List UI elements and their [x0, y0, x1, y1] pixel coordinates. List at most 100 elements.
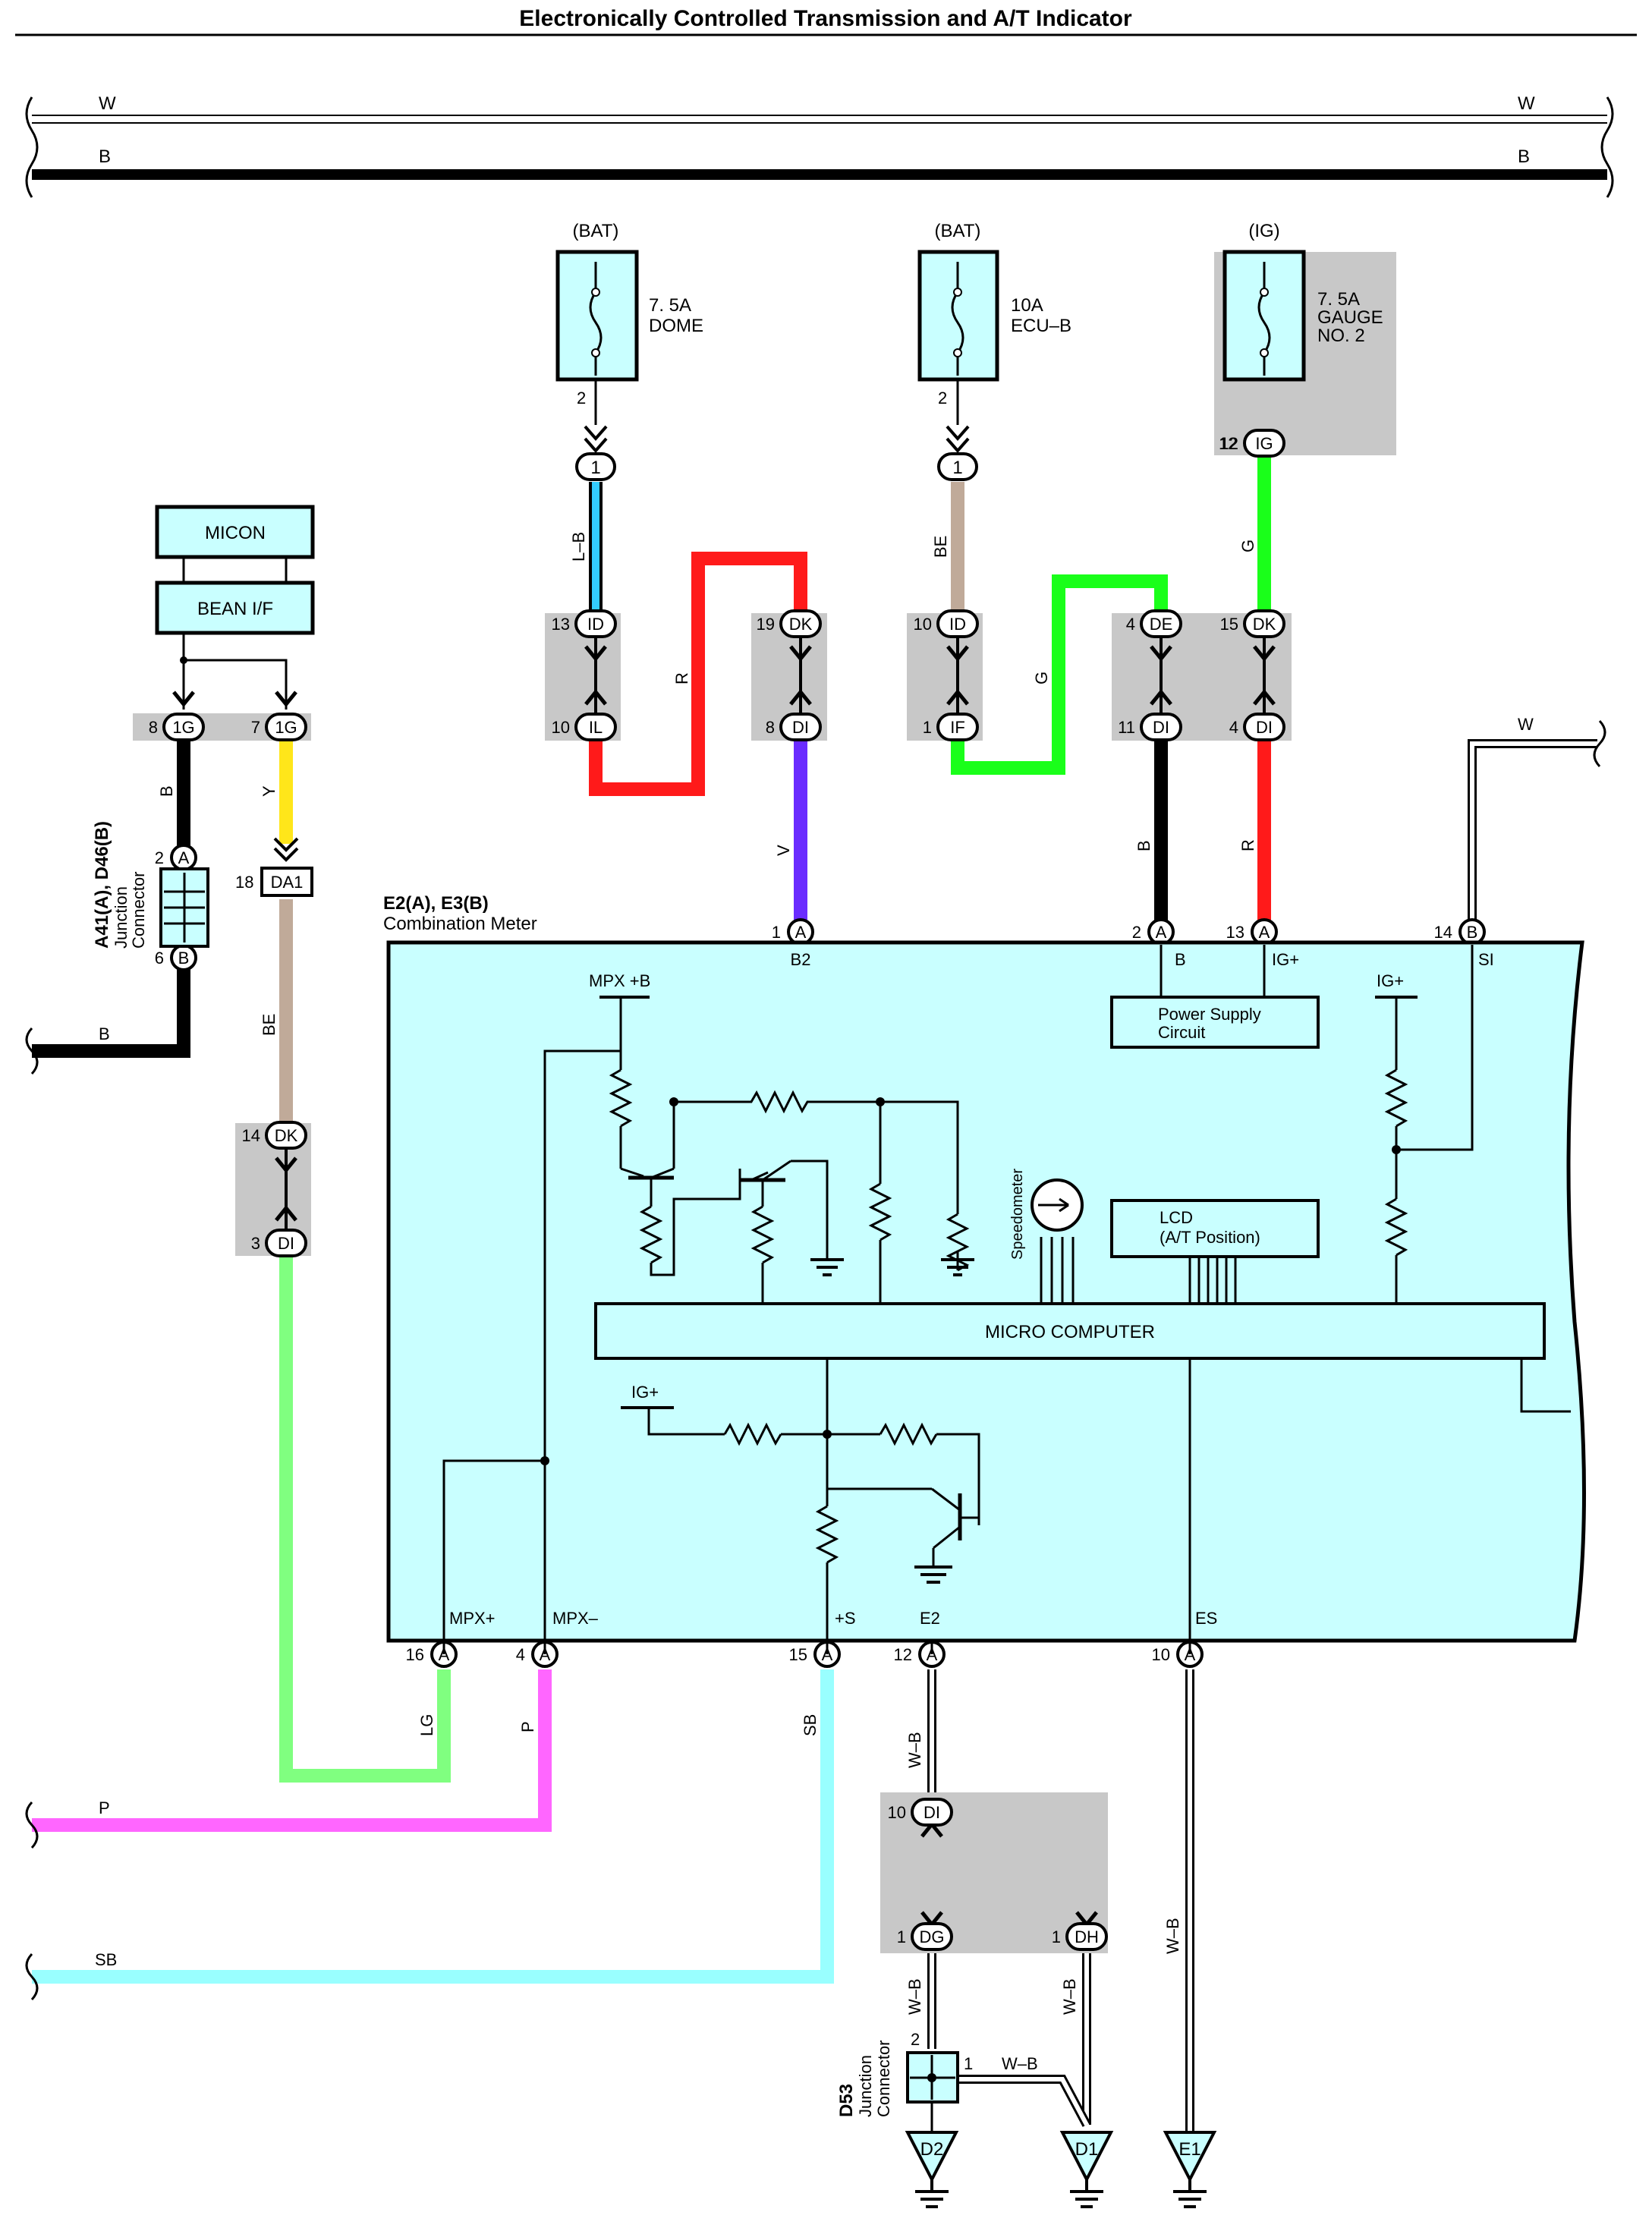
wire-label-y: Y [260, 785, 278, 797]
pin-name-mpxminus: MPX– [552, 1609, 599, 1628]
meter-bottom-pin-1-pin: 4 [516, 1645, 525, 1664]
pin-name-b: B [1175, 950, 1186, 969]
junction-3-top: DE 4 [1126, 609, 1182, 638]
fuse-gauge-conn-id: IG [1255, 434, 1273, 453]
ground-e1: E1 [1163, 2131, 1217, 2208]
wire-label-b-left: B [157, 785, 176, 797]
pin-name-si: SI [1478, 950, 1494, 969]
fuse-ecub-source: (BAT) [935, 221, 981, 241]
junction-1g-left-pin: 8 [149, 718, 158, 737]
fuse-dome-rating: 7. 5A [649, 295, 691, 316]
jc-d53-pin1: 1 [964, 2054, 973, 2073]
ground-label: D2 [920, 2139, 944, 2160]
fuse-ecub-name: ECU–B [1011, 316, 1071, 336]
meter-bottom-pin-2-pin: 15 [789, 1645, 807, 1664]
junction-4-bottom: DI4 [1229, 713, 1285, 741]
ground-d1: D1 [1059, 2131, 1114, 2208]
meter-bottom-pin-1-conn: A [540, 1645, 551, 1664]
fuse-dome-pin: 2 [577, 389, 586, 407]
bus-b-label-right: B [1518, 146, 1530, 167]
meter-top-pin-1-pin: 2 [1132, 923, 1141, 942]
junction-arrows [946, 645, 969, 706]
ground-d2: D2 [905, 2131, 959, 2208]
bus-w-label-left: W [99, 93, 116, 114]
junction-2-bottom-id: IF [950, 718, 965, 737]
da1-pin: 18 [235, 873, 253, 892]
fuse-dome-name: DOME [649, 316, 703, 336]
meter-top-pin-0: A1 [772, 918, 814, 946]
wire-label-be1: BE [931, 536, 950, 558]
junction-0-bottom-pin: 10 [552, 718, 570, 737]
junction-1g-left: 1G8 [149, 713, 205, 741]
junction-left-bottom-pin: 3 [251, 1234, 260, 1253]
junction-bottom-di-id: DI [924, 1803, 940, 1822]
wire-label-lg: LG [417, 1714, 436, 1736]
fuse-ecub-pin: 2 [938, 389, 947, 407]
junction-bottom-dg: DG1 [897, 1922, 953, 1951]
meter-bottom-pin-4: A10 [1152, 1641, 1204, 1668]
label-mpx-b: MPX +B [589, 971, 650, 990]
meter-bottom-pin-1: A4 [516, 1641, 559, 1668]
junction-4-top-pin: 15 [1220, 615, 1238, 634]
fuse-dome-symbol [589, 262, 603, 376]
bean-if-label: BEAN I/F [197, 599, 273, 619]
ground-label: D1 [1075, 2139, 1099, 2160]
power-supply-label-1: Power Supply [1158, 1005, 1261, 1024]
label-ig-plus-upper: IG+ [1377, 971, 1404, 990]
junction-3-top-id: DE [1150, 615, 1173, 634]
break-marks [25, 719, 1606, 2001]
meter-bottom-pin-0-conn: A [439, 1645, 450, 1664]
junction-4-bottom-pin: 4 [1229, 718, 1238, 737]
wire-label-wb5: W–B [1163, 1918, 1182, 1954]
combination-meter: E2(A), E3(B) Combination Meter B2 B IG+ … [383, 893, 1586, 1654]
junction-left-bottom-id: DI [278, 1234, 294, 1253]
fuse-dome: (BAT) 7. 5A DOME 2 [555, 221, 703, 407]
micon-block: MICON BEAN I/F [155, 505, 315, 664]
meter-body [386, 940, 1586, 1643]
jc-a41-sub1: Junction [112, 886, 131, 949]
power-supply-label-2: Circuit [1158, 1023, 1205, 1042]
junction-2-top-pin: 10 [914, 615, 932, 634]
da1-connector: DA1 18 [235, 837, 313, 897]
micon-label: MICON [205, 523, 266, 543]
junction-3-bottom-id: DI [1153, 718, 1169, 737]
meter-bottom-pin-2: A 15 [789, 1641, 841, 1668]
pin-name-es: ES [1195, 1609, 1217, 1628]
wire-label-wb4: W–B [1002, 2054, 1038, 2073]
meter-bottom-pin-2-conn: A [822, 1645, 833, 1664]
jc-d53-pin2: 2 [911, 2030, 920, 2049]
inline-conn-dome [575, 452, 616, 481]
jc-a41-pin-a-conn: A [178, 848, 190, 867]
lcd-label-1: LCD [1160, 1208, 1193, 1227]
micro-computer [594, 1302, 1546, 1360]
label-ig-plus-lower: IG+ [631, 1383, 659, 1402]
grounds: D2 D1 E1 [905, 2131, 1217, 2208]
meter-top-pin-1-conn: A [1156, 923, 1167, 942]
junction-0-top-pin: 13 [552, 615, 570, 634]
fuse-dome-source: (BAT) [573, 221, 619, 241]
meter-top-pin-3: B14 [1434, 918, 1486, 946]
inline-conn-ecub [937, 452, 978, 481]
meter-bottom-pin-4-pin: 10 [1152, 1645, 1170, 1664]
pin-name-b2: B2 [791, 950, 811, 969]
meter-bottom-pin-0: A16 [406, 1641, 458, 1668]
pin-name-igplus: IG+ [1272, 950, 1299, 969]
wire-label-g2: G [1238, 540, 1257, 552]
wire-label-r2: R [1238, 839, 1257, 851]
wires [32, 379, 1597, 2132]
meter-bottom-pin-3-conn: A [927, 1645, 938, 1664]
junction-0-top-id: ID [587, 615, 604, 634]
junction-1-bottom-pin: 8 [766, 718, 775, 737]
power-supply-circuit [1110, 996, 1320, 1049]
pin-name-s: +S [835, 1609, 856, 1628]
junction-1g-right-id: 1G [275, 718, 297, 737]
meter-top-pin-2-pin: 13 [1226, 923, 1245, 942]
jc-d53-sub2: Connector [874, 2040, 893, 2117]
fuse-gauge-name: GAUGE [1317, 307, 1383, 328]
junction-arrows [275, 1156, 297, 1222]
junction-3-top-pin: 4 [1126, 615, 1135, 634]
